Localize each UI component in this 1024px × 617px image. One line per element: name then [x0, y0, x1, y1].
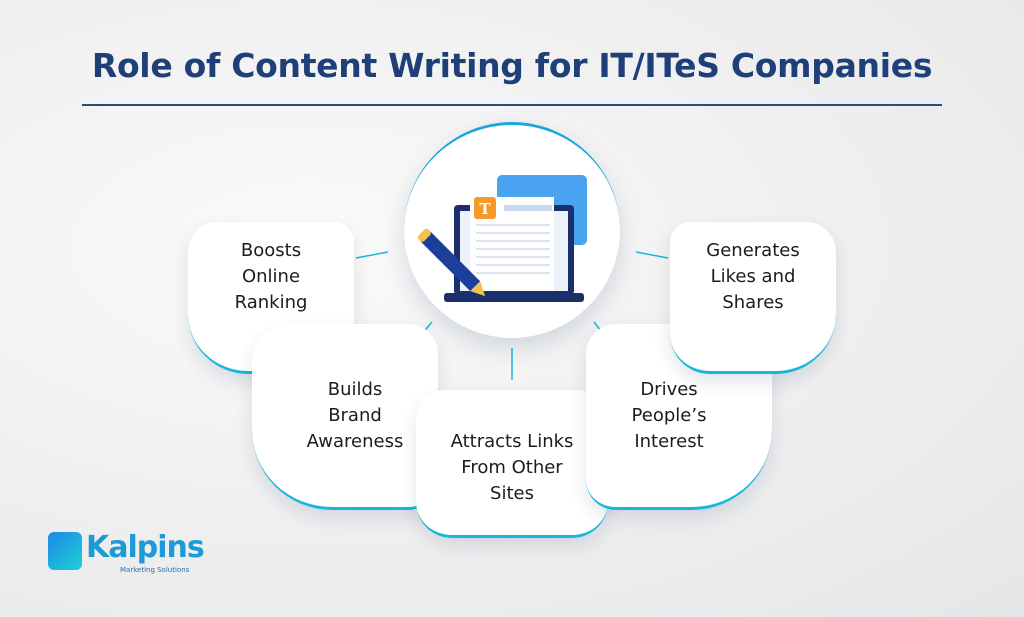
center-icon-circle: T — [404, 122, 620, 338]
connector-line — [355, 251, 389, 259]
item-card-generates-likes-shares: Generates Likes and Shares — [670, 222, 836, 374]
item-card-builds-brand-awareness: Builds Brand Awareness — [252, 324, 438, 510]
item-card-attracts-links: Attracts Links From Other Sites — [416, 390, 608, 538]
item-label: Drives People’s Interest — [631, 378, 707, 452]
item-label: Builds Brand Awareness — [306, 378, 404, 452]
page-title: Role of Content Writing for IT/ITeS Comp… — [91, 46, 933, 85]
item-label: Boosts Online Ranking — [234, 240, 308, 313]
laptop-document-pencil-icon: T — [417, 175, 587, 302]
logo-tagline: Marketing Solutions — [120, 566, 190, 574]
item-label: Generates Likes and Shares — [706, 240, 800, 313]
connector-line — [635, 251, 669, 259]
logo-name: Kalpins — [86, 530, 205, 565]
title-underline — [82, 104, 942, 106]
logo-mark-icon — [48, 532, 82, 570]
svg-text:T: T — [479, 200, 491, 218]
item-label: Attracts Links From Other Sites — [450, 430, 574, 504]
